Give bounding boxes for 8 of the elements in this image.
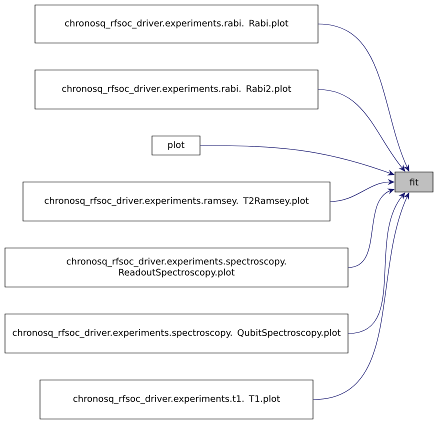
- function-box: chronosq_rfsoc_driver.experiments.rabi. Rabi2.plot: [34, 70, 318, 110]
- function-box: chronosq_rfsoc_driver.experiments.spectroscopy. ReadoutSpectroscopy.plot: [4, 248, 348, 288]
- function-box: fit: [394, 172, 434, 192]
- function-box: chronosq_rfsoc_driver.experiments.rabi. Rabi.plot: [34, 4, 318, 44]
- function-box: chronosq_rfsoc_driver.experiments.ramsey. T2Ramsey.plot: [22, 182, 330, 222]
- function-box: plot: [152, 136, 200, 156]
- function-box: chronosq_rfsoc_driver.experiments.spectroscopy. QubitSpectroscopy.plot: [4, 314, 348, 354]
- function-box: chronosq_rfsoc_driver.experiments.t1. T1.plot: [40, 380, 314, 420]
